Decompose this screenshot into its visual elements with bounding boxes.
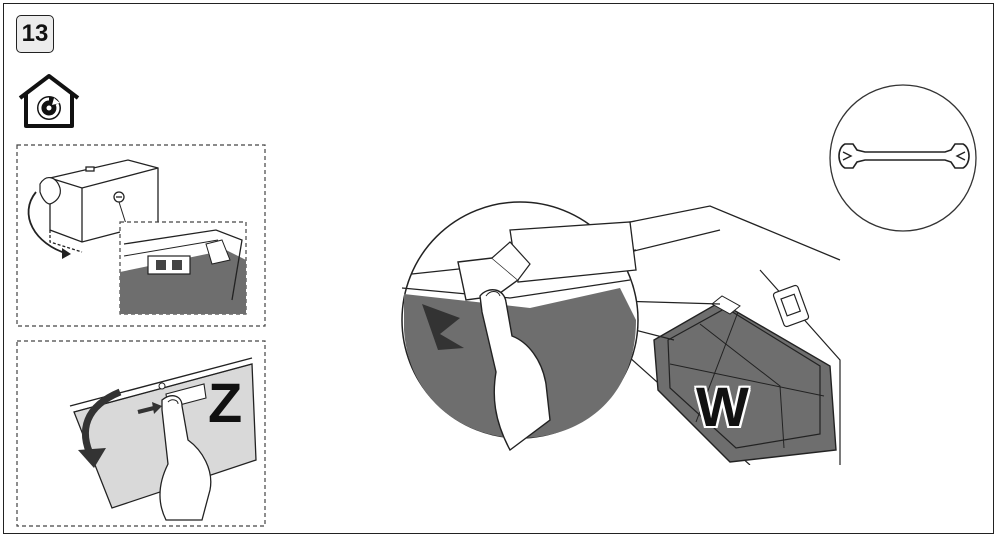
pressing-hand: [159, 395, 212, 521]
detail-panel-press-latch: [16, 340, 266, 527]
label-w: W: [696, 375, 749, 438]
recirculation-mode-icon: [18, 74, 80, 128]
label-z: Z: [208, 371, 243, 434]
rotate-arrow: [27, 191, 69, 255]
magnified-press-arrow: [422, 304, 464, 350]
main-filter-illustration: [401, 201, 841, 465]
detail-panel-open-hood: [16, 144, 266, 327]
magnified-finger: [479, 289, 551, 452]
hood-latch: [772, 284, 810, 328]
hand-sketch: [39, 177, 61, 205]
wrench-icon: [829, 84, 977, 232]
step-number-badge: 13: [16, 15, 54, 53]
carbon-filter-w: [653, 295, 837, 463]
magnifier-circle: [401, 201, 639, 452]
press-arrow: [137, 406, 155, 414]
inset-filter-detail: [119, 221, 247, 315]
